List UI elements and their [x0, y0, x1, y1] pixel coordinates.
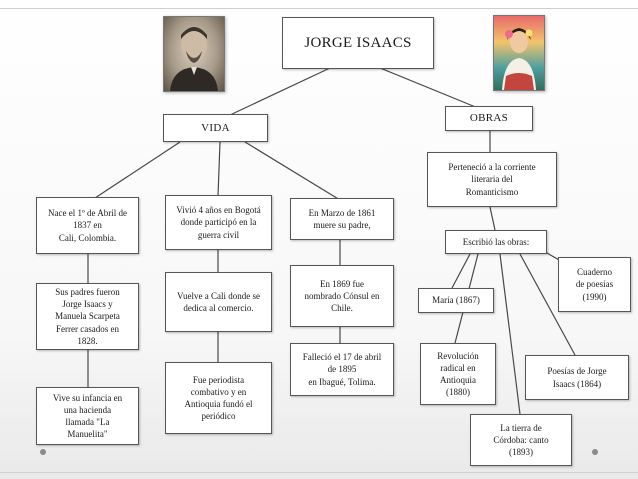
link-title-obras [379, 67, 479, 109]
title-box: JORGE ISAACS [282, 17, 434, 69]
slide-nav-dot-left[interactable] [40, 449, 46, 455]
top-rule [0, 8, 638, 9]
link-wrote-poesias [519, 253, 576, 356]
slide-nav-dot-right[interactable] [592, 449, 598, 455]
link-romanticism-wrote [489, 206, 496, 231]
cali-box: Vuelve a Cali donde se dedica al comerci… [165, 272, 272, 332]
link-wrote-cordoba [499, 253, 521, 415]
book-cover-image [493, 15, 545, 91]
obras-box: OBRAS [445, 106, 533, 131]
consul-box: En 1869 fue nombrado Cónsul en Chile. [290, 265, 394, 327]
link-wrote-maria [451, 253, 471, 289]
parents-box: Sus padres fueron Jorge Isaacs y Manuela… [36, 283, 139, 350]
birth-box: Nace el 1º de Abril de 1837 en Cali, Col… [36, 197, 139, 254]
bogota-box: Vivió 4 años en Bogotá donde participó e… [165, 195, 272, 250]
romanticism-box: Perteneció a la corriente literaria del … [427, 152, 557, 207]
link-vida-father [244, 141, 341, 201]
father-box: En Marzo de 1861 muere su padre, [290, 198, 394, 240]
work-maria-box: María (1867) [418, 288, 494, 313]
death-box: Falleció el 17 de abril de 1895 en Ibagu… [290, 343, 394, 396]
vida-box: VIDA [163, 114, 268, 142]
work-poesias-box: Poesías de Jorge Isaacs (1864) [525, 355, 629, 400]
work-cuaderno-box: Cuaderno de poesías (1990) [558, 257, 631, 312]
link-vida-birth [94, 141, 181, 199]
work-revolucion-box: Revolución radical en Antioquia (1880) [420, 343, 496, 405]
portrait-photo [163, 16, 225, 92]
bottom-rule [0, 472, 638, 473]
wrote-works-box: Escribió las obras: [445, 230, 547, 254]
work-cordoba-box: La tierra de Córdoba: canto (1893) [470, 414, 572, 466]
journalist-box: Fue periodista combativo y en Antioquia … [165, 362, 272, 434]
link-vida-bogota [217, 141, 221, 197]
childhood-box: Vive su infancia en una hacienda llamada… [36, 387, 139, 445]
link-title-vida [229, 67, 331, 116]
